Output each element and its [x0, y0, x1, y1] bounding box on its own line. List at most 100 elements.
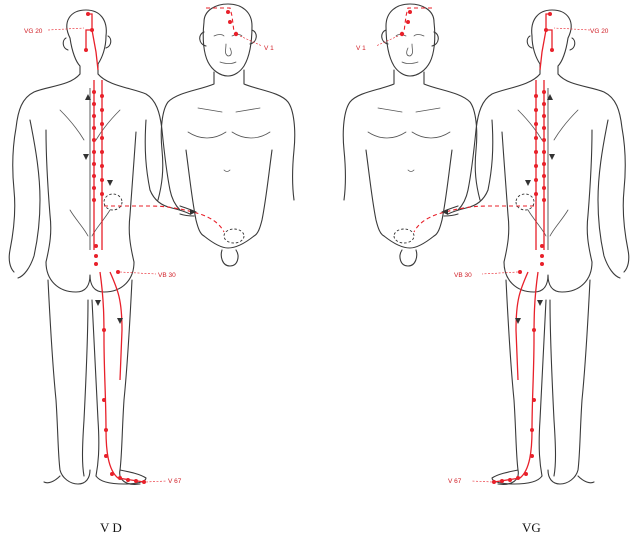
acupoint — [104, 428, 108, 432]
acupoint — [544, 28, 548, 32]
point-label-vb30-right: VB 30 — [454, 272, 472, 279]
acupoint — [399, 31, 405, 37]
arrow-down-icon — [95, 300, 101, 306]
arrow-icon — [525, 180, 531, 186]
acupoint — [94, 244, 98, 248]
acupoint — [408, 10, 412, 14]
arrow-right-icon — [190, 209, 196, 215]
acupoint — [90, 28, 94, 32]
acupoint — [508, 478, 512, 482]
acupoint — [542, 162, 546, 166]
arrow-icon — [537, 300, 543, 306]
acupoint — [534, 192, 538, 196]
left-half: VG 20 V 1 VB 30 V 67 V D — [8, 3, 296, 535]
acupoint — [532, 328, 536, 332]
acupoint — [548, 12, 552, 16]
arrow-icon — [547, 94, 553, 100]
point-label-v67-left: V 67 — [168, 478, 182, 485]
acupoint — [102, 328, 106, 332]
acupoint — [534, 94, 538, 98]
acupoint — [530, 428, 534, 432]
acupoint — [542, 114, 546, 118]
right-half — [342, 3, 630, 485]
arrow-icon — [515, 318, 521, 324]
region-circle — [515, 193, 535, 211]
acupoint — [126, 478, 130, 482]
acupoint — [92, 90, 96, 94]
acupoint — [100, 150, 104, 154]
acupoint — [92, 150, 96, 154]
acupoint — [500, 479, 504, 483]
acupoint — [228, 20, 232, 24]
acupoint — [142, 480, 146, 484]
bladder-region-circle — [223, 228, 245, 244]
acupoint — [534, 164, 538, 168]
acupoint — [92, 114, 96, 118]
acupoint — [92, 126, 96, 130]
acupoint — [110, 472, 114, 476]
acupoint — [534, 122, 538, 126]
acupoint — [516, 476, 520, 480]
acupoint — [540, 254, 544, 258]
arrow-down-icon — [83, 154, 89, 160]
acupoint — [100, 122, 104, 126]
arrow-down-icon — [107, 180, 113, 186]
acupoint — [94, 262, 98, 266]
left-meridian — [85, 7, 235, 483]
arrow-up-icon — [85, 94, 91, 100]
arrow-icon — [549, 154, 555, 160]
acupoint — [92, 174, 96, 178]
point-label-v1-left: V 1 — [264, 45, 274, 52]
acupoint — [100, 108, 104, 112]
point-label-v67-right: V 67 — [448, 478, 462, 485]
right-back-figure — [441, 9, 630, 485]
right-points — [399, 10, 554, 484]
acupoint — [100, 164, 104, 168]
acupoint — [92, 186, 96, 190]
acupoint — [116, 270, 120, 274]
acupoint — [550, 48, 554, 52]
acupoint — [100, 136, 104, 140]
point-label-vg20-right: VG 20 — [590, 28, 609, 35]
acupoint — [542, 198, 546, 202]
acupoint — [542, 102, 546, 106]
acupoint — [92, 162, 96, 166]
point-label-vg20-left: VG 20 — [24, 28, 43, 35]
acupoint — [534, 136, 538, 140]
acupoint — [542, 138, 546, 142]
right-front-figure — [342, 3, 481, 267]
acupoint — [542, 186, 546, 190]
left-front-figure — [157, 3, 296, 267]
acupoint — [100, 94, 104, 98]
caption-right: VG — [522, 520, 541, 535]
acupoint — [530, 454, 534, 458]
acupoint — [534, 178, 538, 182]
acupoint — [540, 244, 544, 248]
acupoint — [492, 480, 496, 484]
acupoint — [542, 150, 546, 154]
acupoint — [524, 472, 528, 476]
acupoint — [102, 398, 106, 402]
acupoint — [406, 20, 410, 24]
arrow-icon — [442, 209, 448, 215]
acupoint — [534, 108, 538, 112]
caption-left: V D — [100, 520, 122, 535]
acupoint — [532, 398, 536, 402]
left-back-figure — [8, 9, 197, 485]
acupoint — [86, 12, 90, 16]
point-label-v1-right: V 1 — [356, 45, 366, 52]
acupoint — [104, 454, 108, 458]
acupoint — [542, 126, 546, 130]
acupoint — [542, 90, 546, 94]
kidney-region-circle — [103, 193, 123, 211]
acupoint — [84, 48, 88, 52]
acupoint — [118, 476, 122, 480]
acupoint — [226, 10, 230, 14]
acupoint — [92, 138, 96, 142]
region-circle — [393, 228, 415, 244]
left-points — [84, 10, 239, 484]
right-meridian — [403, 7, 553, 483]
acupoint — [100, 192, 104, 196]
acupoint — [518, 270, 522, 274]
